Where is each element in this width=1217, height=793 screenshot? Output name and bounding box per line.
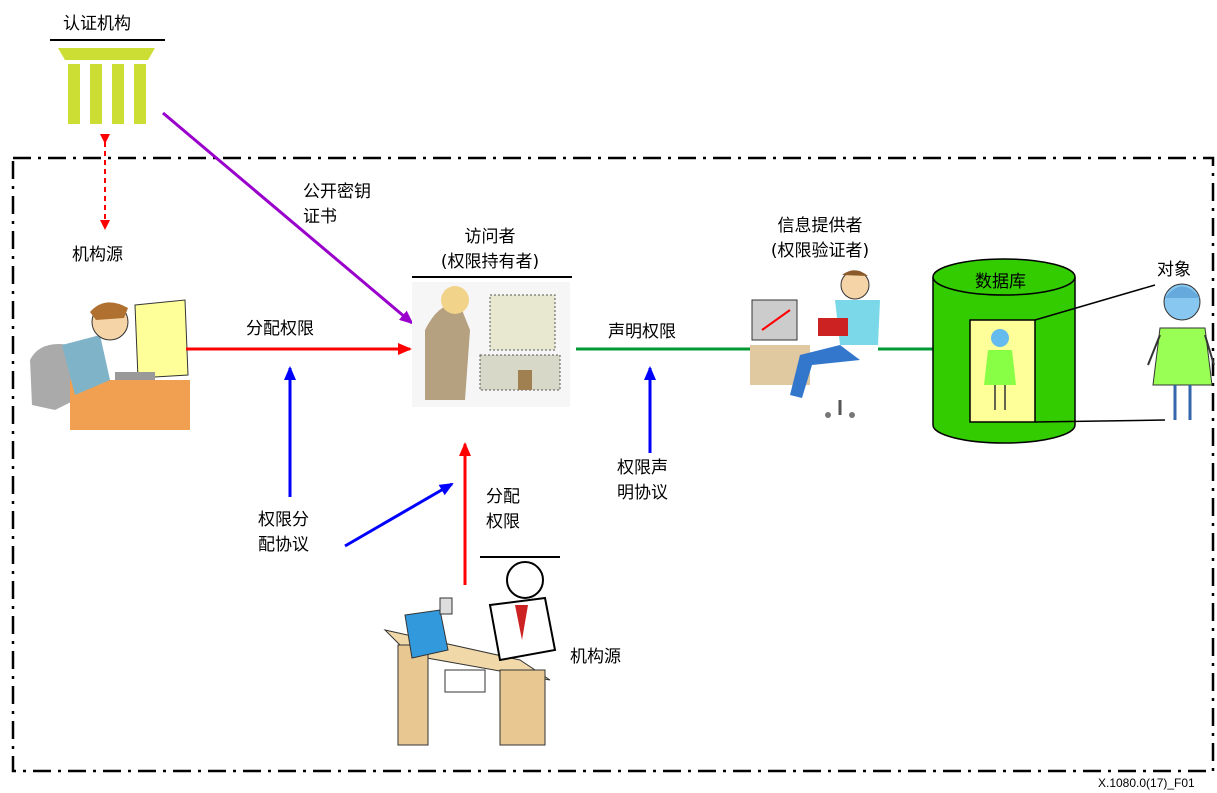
figure-id: X.1080.0(17)_F01 <box>1098 776 1195 790</box>
zoom-line-bottom <box>1034 419 1166 423</box>
provider-icon <box>750 270 880 418</box>
database-label: 数据库 <box>975 272 1026 292</box>
assign-bottom-label-line2: 权限 <box>486 512 520 532</box>
assert-proto-label-line2: 明协议 <box>617 483 668 503</box>
accessor-label-line1: 访问者 <box>464 227 516 247</box>
domain-boundary <box>11 156 1215 773</box>
assign-proto-label-line2: 配协议 <box>258 535 309 555</box>
assign-proto-label-line1: 权限分 <box>258 510 309 530</box>
accessor-label-line2: (权限持有者) <box>440 252 540 272</box>
pubkey-cert-label-line2: 证书 <box>303 207 337 227</box>
assign-proto-arrow-diag <box>344 482 454 548</box>
object-person-icon <box>1147 283 1215 420</box>
pubkey-cert-label-line1: 公开密钥 <box>303 182 371 202</box>
zoom-line-top <box>1034 284 1156 321</box>
soa-left-person-icon <box>30 299 190 430</box>
assign-top-label: 分配权限 <box>246 319 314 339</box>
soa-bottom-person-icon <box>383 556 560 746</box>
soa-bottom-label: 机构源 <box>570 647 621 667</box>
provider-label-line2: (权限验证者) <box>770 241 870 261</box>
assert-proto-label-line1: 权限声 <box>617 458 668 478</box>
assign-bottom-label-line1: 分配 <box>486 487 520 507</box>
soa-left-label: 机构源 <box>72 245 123 265</box>
assert-label: 声明权限 <box>608 322 676 342</box>
accessor-icon <box>412 276 572 407</box>
provider-label-line1: 信息提供者 <box>777 216 863 236</box>
pubkey-cert-arrow <box>162 111 414 325</box>
ca-building-icon <box>50 39 165 124</box>
object-label: 对象 <box>1157 260 1191 280</box>
ca-label: 认证机构 <box>63 14 131 34</box>
